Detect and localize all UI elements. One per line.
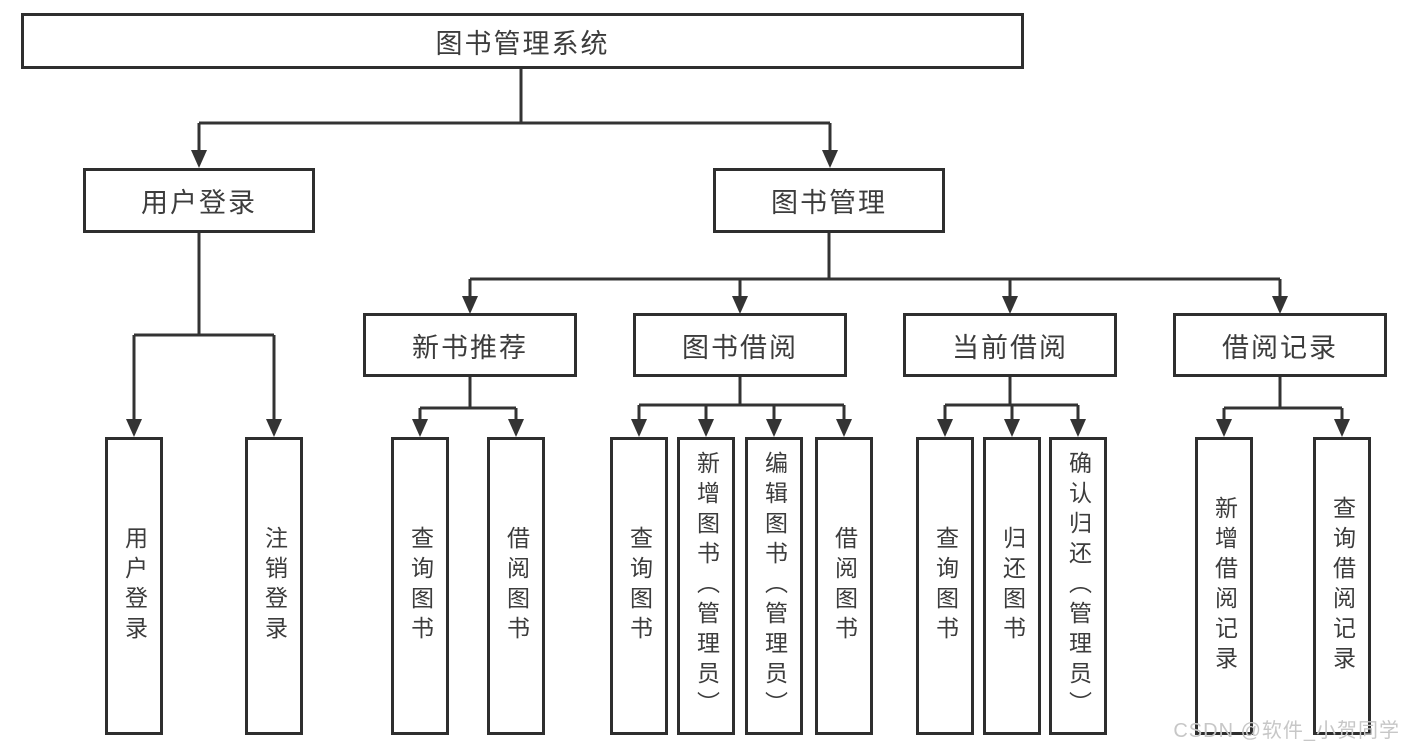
node-book-management: 图书管理 [713,168,945,233]
node-new-book-recommendation: 新书推荐 [363,313,577,377]
node-current-borrowing: 当前借阅 [903,313,1117,377]
leaf-logout: 注销登录 [245,437,303,735]
leaf-add-borrow-record: 新增借阅记录 [1195,437,1253,735]
node-borrowing-records: 借阅记录 [1173,313,1387,377]
leaf-borrow-books: 借阅图书 [815,437,873,735]
leaf-confirm-return-admin: 确认归还（管理员） [1049,437,1107,735]
leaf-query-borrow-record: 查询借阅记录 [1313,437,1371,735]
leaf-borrow-books-recommend: 借阅图书 [487,437,545,735]
leaf-user-login: 用户登录 [105,437,163,735]
arrowheads [126,150,1350,437]
leaf-return-books: 归还图书 [983,437,1041,735]
leaf-query-books-current: 查询图书 [916,437,974,735]
node-user-login: 用户登录 [83,168,315,233]
node-root: 图书管理系统 [21,13,1024,69]
leaf-query-books-borrowing: 查询图书 [610,437,668,735]
csdn-watermark: CSDN @软件_小贺同学 [1173,720,1400,742]
leaf-add-book-admin: 新增图书（管理员） [677,437,735,735]
leaf-edit-book-admin: 编辑图书（管理员） [745,437,803,735]
leaf-query-books-recommend: 查询图书 [391,437,449,735]
node-book-borrowing: 图书借阅 [633,313,847,377]
